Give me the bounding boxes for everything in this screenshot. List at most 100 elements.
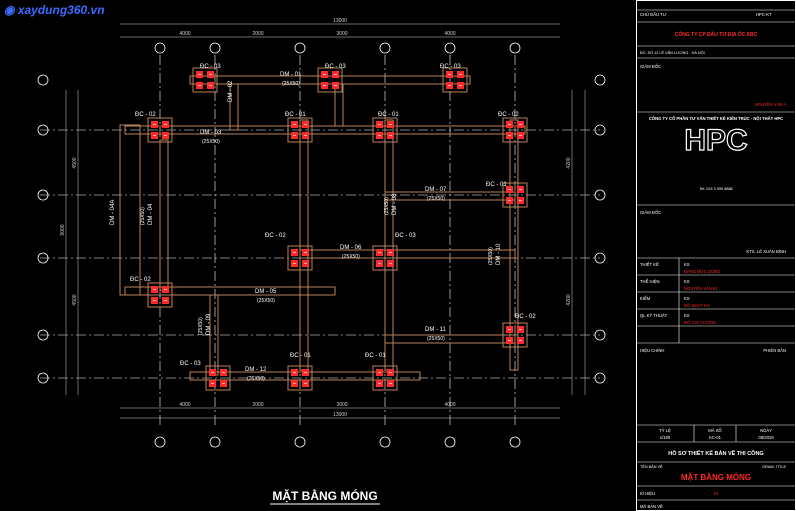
footing xyxy=(372,245,398,271)
drawing-no-label: KÍ HIỆU xyxy=(640,491,655,496)
beam-size-label: (25X50) xyxy=(282,81,300,87)
beam-size-label: (25X50) xyxy=(202,139,220,145)
beam-size-label: (25X50) xyxy=(427,336,445,342)
beam-label: DM - 12 xyxy=(245,367,267,373)
role-value: KS xyxy=(684,313,690,318)
director-name: NGUYỄN VĂN A xyxy=(755,102,787,107)
footing xyxy=(442,67,468,93)
beam-label: DM - 05 xyxy=(255,289,277,295)
director2-name: KTS. LÊ XUÂN BÌNH xyxy=(746,249,786,254)
watermark-text: xaydung360.vn xyxy=(17,3,105,17)
beam-label: DM - 04 xyxy=(148,203,154,225)
dim-left: 4500 xyxy=(72,294,78,305)
dim-top: 4000 xyxy=(179,31,190,37)
footer-label: MÃ BẢN VẼ xyxy=(640,504,663,509)
dim-top: 2000 xyxy=(252,31,263,37)
revision-value: PHIÊN BẢN xyxy=(763,348,786,353)
footing xyxy=(287,117,313,143)
foundation-plan-drawing: ĐC - 03 ĐC - 03 ĐC - 03 ĐC - 02 ĐC - 01 ĐC - … xyxy=(37,18,606,505)
director-label: GIÁM ĐỐC xyxy=(640,64,661,69)
role-label: THỂ HIỆN xyxy=(640,279,660,284)
beam-size-label: (25X50) xyxy=(342,254,360,260)
globe-icon: ◉ xyxy=(4,3,15,17)
footing xyxy=(147,282,173,308)
company-name: CÔNG TY CỔ PHẦN TƯ VẤN THIẾT KẾ KIẾN TRÚ… xyxy=(649,116,783,121)
role-label: QL KỸ THUẬT xyxy=(640,313,668,318)
beam-label: DM - 10 xyxy=(496,243,502,265)
role-value: KS xyxy=(684,279,690,284)
owner-label: CHỦ ĐẦU TƯ xyxy=(640,12,667,17)
footing-label: ĐC - 01 xyxy=(486,182,507,188)
owner-name: CÔNG TY CP ĐẦU TƯ ĐỊA ỐC ABC xyxy=(675,30,758,38)
footing xyxy=(502,182,528,208)
role-name: ĐỖ NHẬT HÀ xyxy=(684,303,710,308)
footing-label: ĐC - 03 xyxy=(395,233,416,239)
footing-label: ĐC - 03 xyxy=(325,64,346,70)
footing xyxy=(502,322,528,348)
dim-left: 4500 xyxy=(72,157,78,168)
dim-top-total: 13000 xyxy=(333,18,347,24)
beam-size-label: (25X50) xyxy=(198,317,204,335)
owner-code: HPC-KT xyxy=(756,12,772,17)
footing xyxy=(287,365,313,391)
footing-label: ĐC - 01 xyxy=(378,112,399,118)
scale-value: 1/100 xyxy=(660,435,671,440)
dim-right: 4200 xyxy=(566,157,572,168)
footing-label: ĐC - 02 xyxy=(498,112,519,118)
beam-label: DM - 08 xyxy=(392,193,398,215)
role-value: KS xyxy=(684,262,690,267)
dim-bottom-total: 13000 xyxy=(333,412,347,418)
project-label2: DRAW. TITLE xyxy=(762,465,786,469)
dim-bottom: 3000 xyxy=(336,402,347,408)
footing-label: ĐC - 03 xyxy=(180,361,201,367)
footing xyxy=(287,245,313,271)
beam-label: DM - 02 xyxy=(228,80,234,102)
company-contact: Tel: 024 3 999 8888 xyxy=(699,187,732,191)
role-value: KS xyxy=(684,296,690,301)
footing xyxy=(147,117,173,143)
date-value: 08/2019 xyxy=(758,435,774,440)
project-label: TÊN BẢN VẼ xyxy=(640,464,663,469)
axis-bubbles xyxy=(37,42,606,448)
beam-size-label: (25X50) xyxy=(384,197,390,215)
beam-label: DM - 03 xyxy=(200,130,222,136)
footing xyxy=(205,365,231,391)
footing-label: ĐC - 01 xyxy=(365,353,386,359)
beam-label: DM - 09 xyxy=(206,313,212,335)
beam-label: DM - 07 xyxy=(425,187,447,193)
footing xyxy=(317,67,343,93)
footing-label: ĐC - 02 xyxy=(515,314,536,320)
dim-top: 3000 xyxy=(336,31,347,37)
drawing-no-value: 01 xyxy=(714,491,719,496)
footing-label: ĐC - 02 xyxy=(135,112,156,118)
role-label: THIẾT KẾ xyxy=(640,262,659,267)
director2-label: GIÁM ĐỐC xyxy=(640,210,661,215)
role-name: ĐỖ CHÍ CƯƠNG xyxy=(684,320,716,325)
dim-bottom: 2000 xyxy=(252,402,263,408)
footing-label: ĐC - 03 xyxy=(200,64,221,70)
project-header: HỒ SƠ THIẾT KẾ BẢN VẼ THI CÔNG xyxy=(668,449,763,457)
beam-label: DM - 04A xyxy=(110,200,116,225)
role-name: NGUYỄN VĂN BÍ xyxy=(684,286,718,291)
beam-size-label: (25X50) xyxy=(247,376,265,382)
foundation-beams xyxy=(119,75,526,381)
footing xyxy=(372,365,398,391)
watermark-logo: ◉ xaydung360.vn xyxy=(4,3,105,17)
footing-label: ĐC - 03 xyxy=(440,64,461,70)
dim-left-total: 9000 xyxy=(60,224,66,235)
dim-right: 4200 xyxy=(566,294,572,305)
dim-bottom: 4000 xyxy=(444,402,455,408)
beam-size-label: (25X50) xyxy=(427,196,445,202)
footing-label: ĐC - 01 xyxy=(285,112,306,118)
beam-size-label: (25X50) xyxy=(140,207,146,225)
footing-instances xyxy=(147,67,528,391)
beam-size-label: (25X50) xyxy=(257,298,275,304)
scale-label: TỶ LỆ xyxy=(659,428,671,433)
title-block: CHỦ ĐẦU TƯ HPC-KT CÔNG TY CP ĐẦU TƯ ĐỊA … xyxy=(636,0,796,511)
beam-label: DM - 11 xyxy=(425,327,447,333)
sheet-value: KC-01 xyxy=(709,435,722,440)
drawing-title: MẶT BẰNG MÓNG xyxy=(272,488,377,503)
footing-label: ĐC - 02 xyxy=(265,233,286,239)
